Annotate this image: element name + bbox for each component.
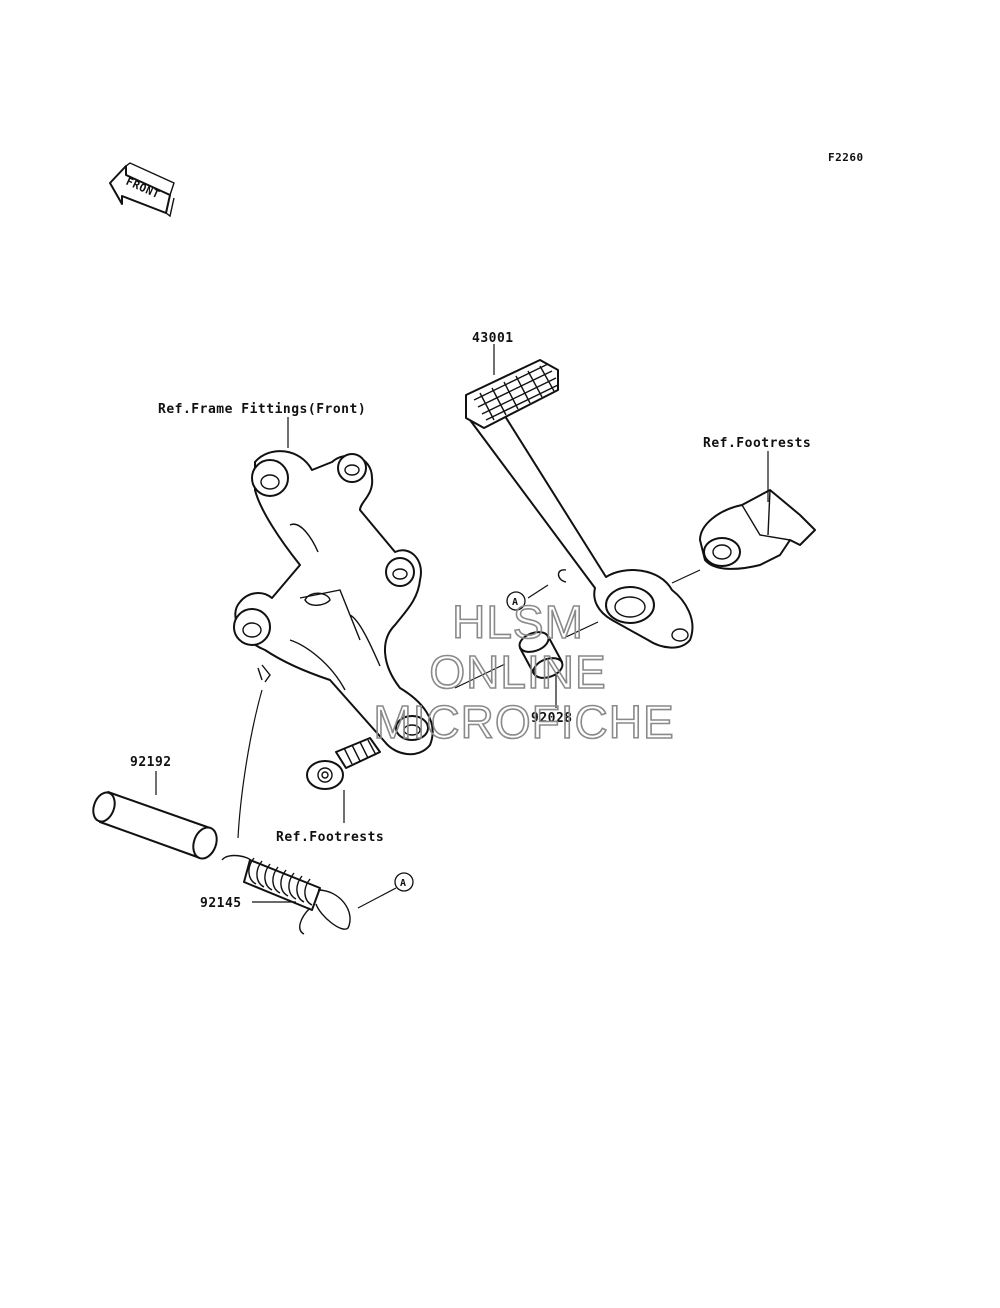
ref-frame-fittings-label: Ref.Frame Fittings(Front) — [158, 402, 366, 417]
watermark: HLSM ONLINE MICROFICHE — [373, 595, 675, 749]
part-label-43001: 43001 — [472, 331, 514, 346]
figure-code: F2260 — [828, 151, 864, 164]
frame-fitting-bracket — [233, 450, 434, 756]
sleeve-92192 — [92, 791, 218, 860]
spring-92145 — [221, 854, 351, 935]
ref-footrests-upper-label: Ref.Footrests — [703, 436, 811, 451]
callout-a-lower-label: A — [400, 878, 407, 889]
callout-a-upper: A — [506, 591, 526, 611]
part-label-92145: 92145 — [200, 896, 242, 911]
pedal-grip-pattern — [473, 363, 559, 421]
watermark-line-1: HLSM — [452, 596, 584, 648]
part-label-92028: 92028 — [531, 711, 573, 726]
callout-a-upper-label: A — [512, 597, 519, 608]
bushing-92028 — [518, 631, 564, 679]
footrest-pivot — [699, 489, 816, 570]
pivot-bolt — [306, 737, 381, 790]
front-arrow-icon: FRONT — [109, 162, 175, 218]
part-label-92192: 92192 — [130, 755, 172, 770]
watermark-line-3: MICROFICHE — [373, 696, 674, 748]
callout-a-lower: A — [394, 872, 414, 892]
shift-pedal — [465, 359, 694, 649]
spring-coils — [248, 857, 313, 906]
watermark-line-2: ONLINE — [429, 646, 606, 698]
ref-footrests-lower-label: Ref.Footrests — [276, 830, 384, 845]
